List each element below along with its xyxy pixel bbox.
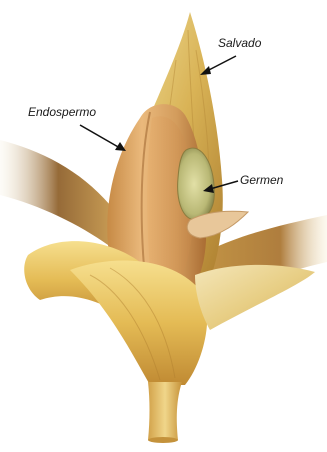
label-endosperm: Endospermo: [28, 105, 96, 119]
husk-leaf-front-right: [195, 265, 315, 330]
husk-leaf-front-center: [70, 260, 207, 385]
endosperm-arrow-line: [80, 125, 120, 148]
husk-leaf-left: [0, 140, 117, 245]
stem-base: [148, 437, 178, 443]
stem: [148, 382, 182, 440]
label-germ: Germen: [240, 173, 283, 187]
label-bran: Salvado: [218, 36, 261, 50]
